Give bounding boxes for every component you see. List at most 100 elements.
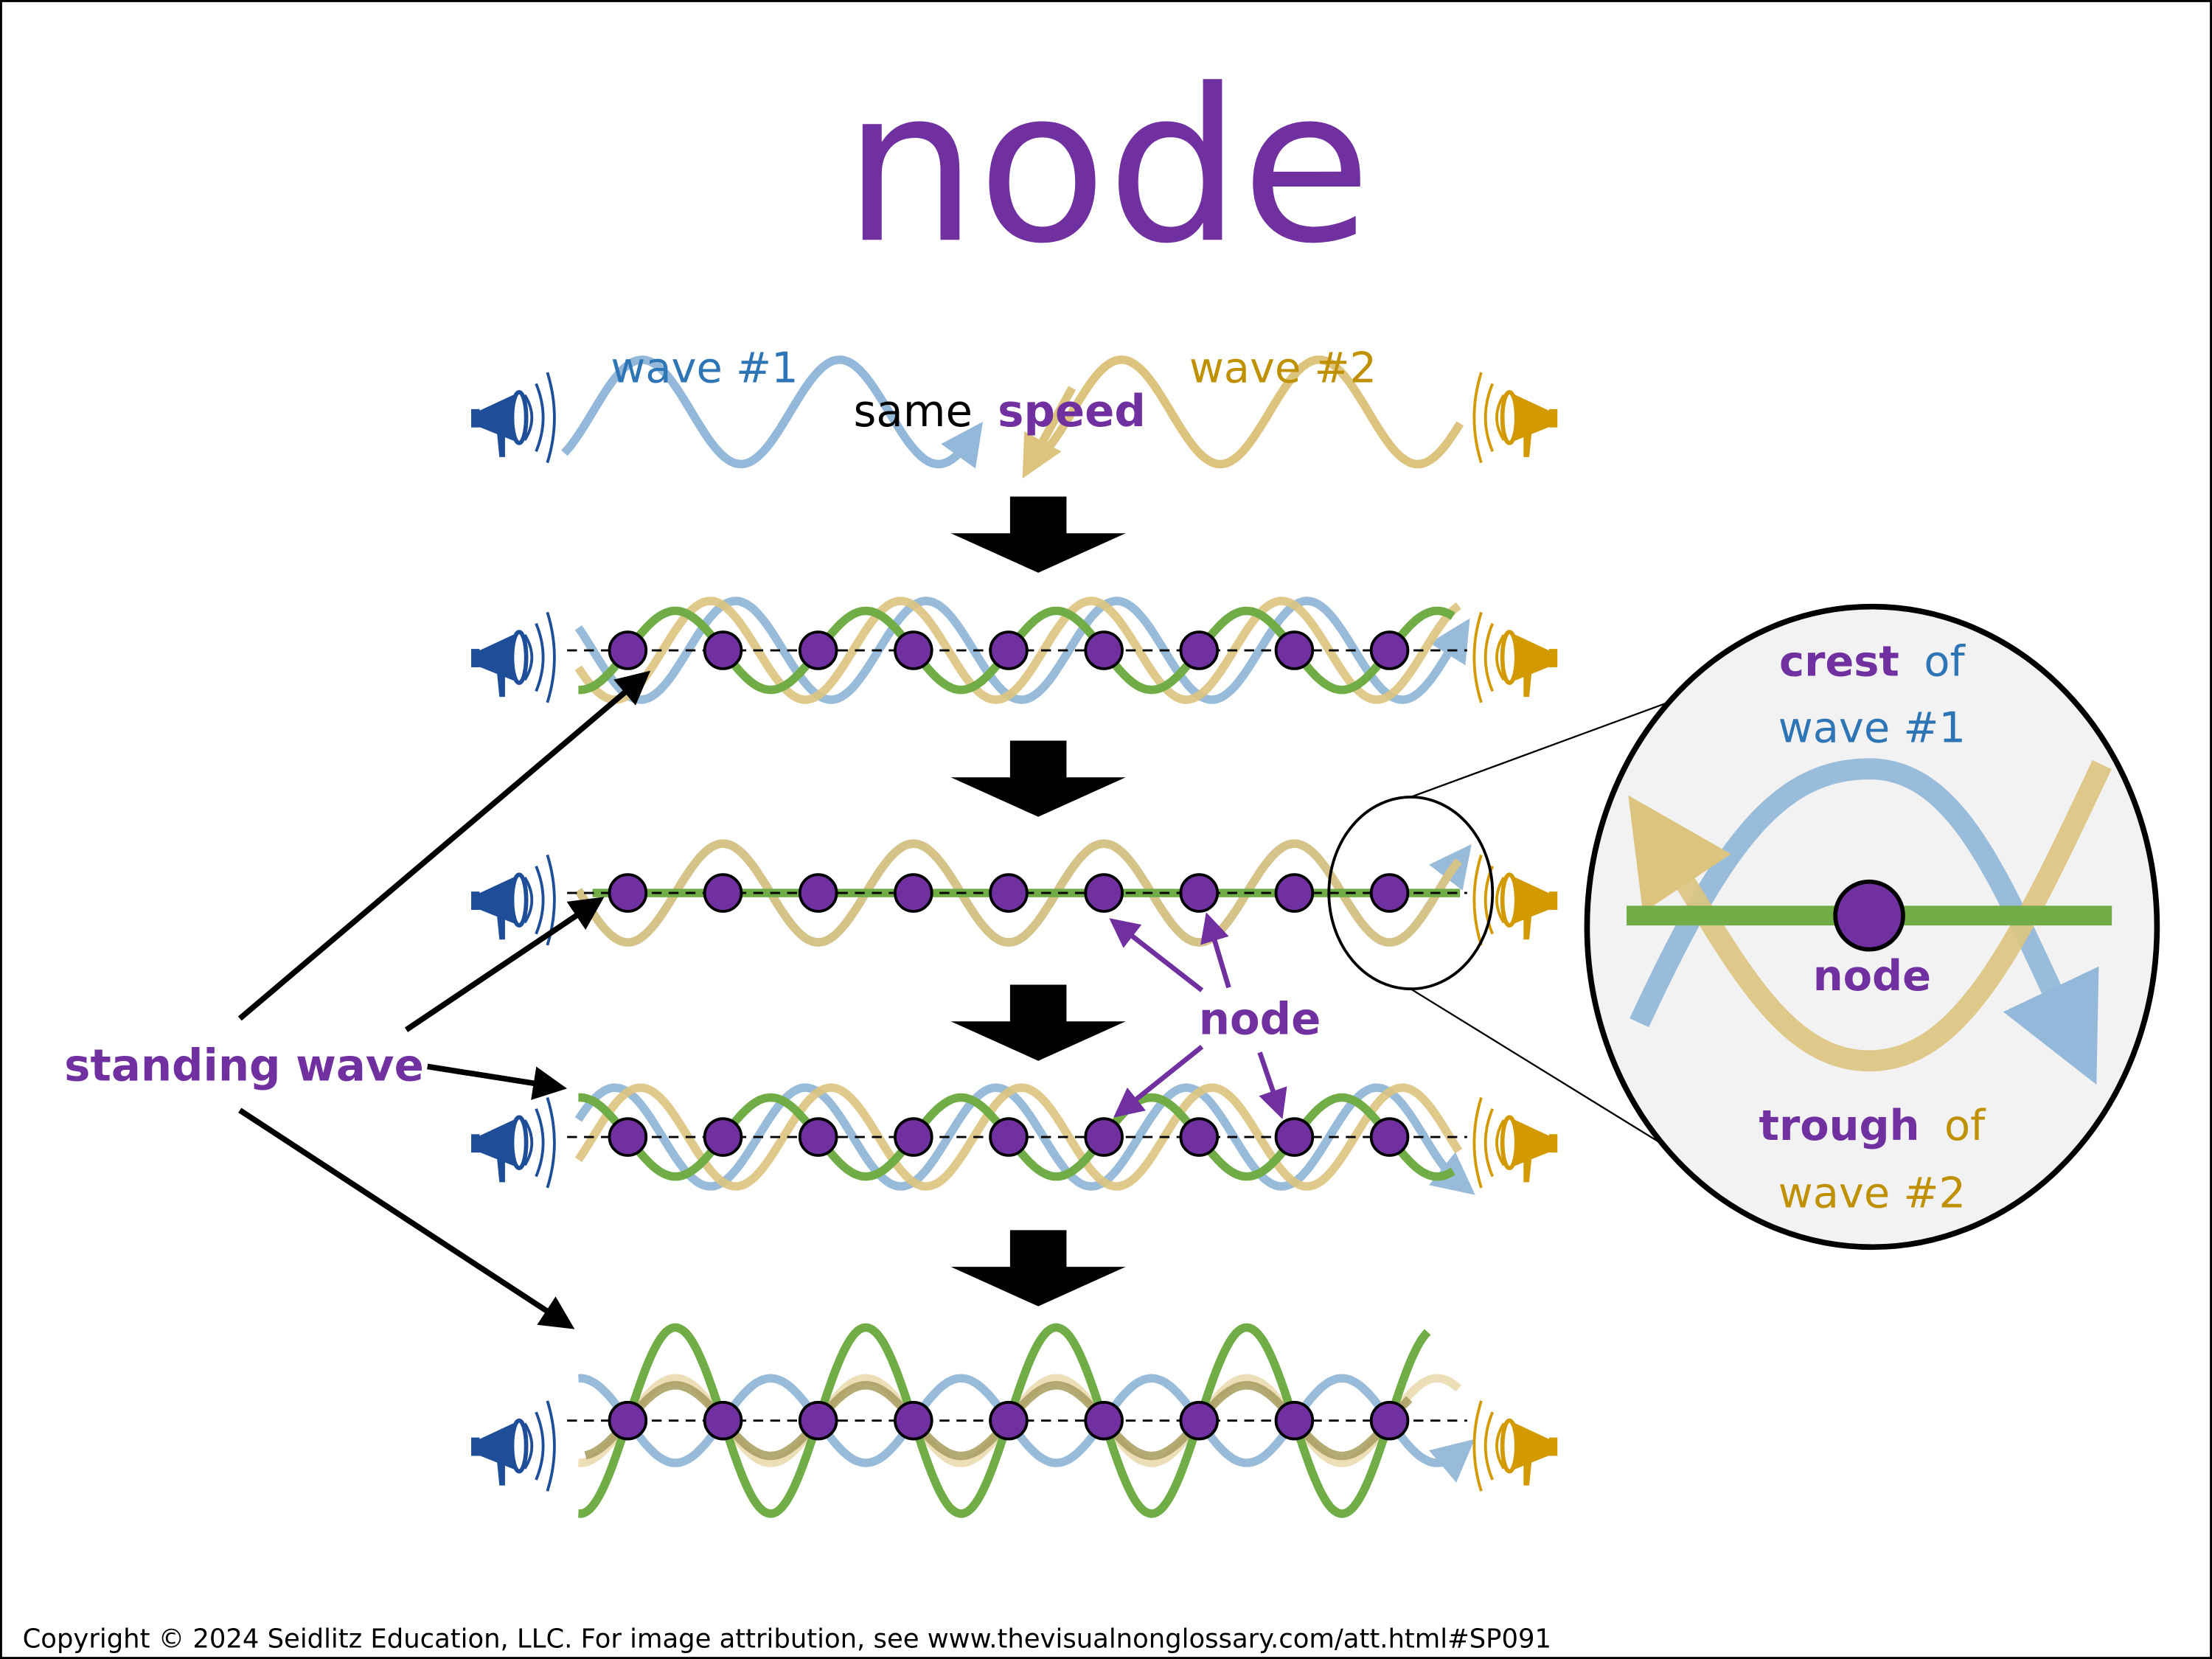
megaphone-body (1509, 632, 1552, 684)
sound-wave-icon (1495, 633, 1506, 681)
megaphone-bell (509, 872, 529, 928)
wave1-traveling (561, 355, 984, 469)
node-dot (1179, 630, 1220, 670)
sound-wave-icon (1472, 1096, 1483, 1189)
arrow-to-row-2 (237, 670, 651, 1021)
node-dot (989, 1400, 1029, 1441)
node-dot (1274, 873, 1315, 913)
crest-label: crest of (1779, 636, 1966, 686)
node-dot (1084, 1400, 1124, 1441)
sound-wave-icon (1472, 611, 1483, 703)
node-dot (798, 1400, 838, 1441)
megaphone-bell (1500, 390, 1519, 445)
wave2-line (574, 1083, 1463, 1191)
megaphone-icon (471, 611, 556, 703)
same-speed-label: same speed (854, 386, 1146, 437)
megaphone-handle (496, 428, 505, 457)
of-text-2: of (1944, 1101, 1986, 1150)
node-dot (1084, 873, 1124, 913)
sound-wave-icon (524, 633, 534, 681)
megaphone-mouth (1548, 1134, 1558, 1153)
wave1-label: wave #1 (611, 343, 798, 392)
megaphone-handle (1523, 1457, 1532, 1486)
node-dot (798, 1117, 838, 1157)
standing-wave-row (567, 839, 1472, 947)
megaphone-body (476, 1117, 520, 1169)
magnified-node (1833, 879, 1905, 952)
node-dot (1084, 630, 1124, 670)
node-dot (989, 630, 1029, 670)
megaphone-mouth (1548, 408, 1558, 428)
copyright-footer: Copyright © 2024 Seidlitz Education, LLC… (23, 1624, 1551, 1655)
megaphone-body (476, 874, 520, 926)
sound-wave-icon (535, 383, 545, 452)
megaphone-handle (1523, 668, 1532, 698)
wave2-traveling (1034, 355, 1464, 469)
node-dot (703, 873, 743, 913)
sound-wave-icon (1495, 1422, 1506, 1470)
node-dot (1179, 1400, 1220, 1441)
traveling-waves-row (561, 355, 1464, 479)
megaphone-icon (1472, 854, 1558, 946)
node-dot (1084, 1117, 1124, 1157)
megaphone-body (1509, 1117, 1552, 1169)
megaphone-body (1509, 874, 1552, 926)
megaphone-icon (471, 1096, 556, 1189)
node-dot (798, 873, 838, 913)
megaphone-bell (1500, 630, 1519, 685)
sound-wave-icon (1495, 877, 1506, 924)
megaphone-bell (1500, 1418, 1519, 1474)
megaphone-body (476, 632, 520, 684)
sound-wave-icon (1484, 1411, 1495, 1481)
node-dot (894, 1400, 933, 1441)
megaphone-mouth (1548, 1437, 1558, 1456)
megaphone-handle (496, 668, 505, 698)
sound-wave-icon (546, 1400, 556, 1492)
node-dot (608, 1400, 648, 1441)
page-title: node (844, 44, 1371, 290)
node-dot (894, 1117, 933, 1157)
node-dot (1179, 873, 1220, 913)
node-dot (1179, 1117, 1220, 1157)
megaphone-handle (496, 1154, 505, 1183)
megaphone-handle (496, 911, 505, 940)
node-dot (703, 630, 743, 670)
speed-text: speed (998, 386, 1146, 437)
sound-wave-icon (1495, 1119, 1506, 1166)
standing-wave-rows (567, 597, 1475, 1518)
sound-wave-icon (546, 372, 556, 464)
trough-text: trough (1759, 1101, 1920, 1150)
megaphone-bell (509, 390, 529, 445)
arrow-down-icon (950, 496, 1126, 573)
megaphone-body (1509, 392, 1552, 443)
sound-wave-icon (535, 866, 545, 935)
node-label: node (1199, 993, 1321, 1044)
node-arrows (1109, 912, 1287, 1119)
megaphone-icon (471, 854, 556, 946)
megaphone-mouth (471, 1437, 480, 1456)
arrow-down-icon (950, 1230, 1126, 1307)
node-arrow-1 (1109, 918, 1204, 992)
megaphone-icon (1472, 611, 1558, 703)
wave2-line (574, 839, 1462, 947)
node-arrow-4 (1257, 1051, 1287, 1119)
megaphone-icon (471, 1400, 556, 1492)
node-dot (798, 630, 838, 670)
megaphone-icon (1472, 1096, 1558, 1189)
sound-wave-icon (1484, 1108, 1495, 1178)
node-dot (1369, 630, 1410, 670)
sound-wave-icon (524, 877, 534, 924)
node-dot (1274, 630, 1315, 670)
magnifier: crest of wave #1 node trough of wave #2 (1327, 603, 2160, 1251)
megaphone-handle (496, 1457, 505, 1486)
megaphone-mouth (471, 408, 480, 428)
standing-wave-label: standing wave (64, 1040, 424, 1091)
node-dot (608, 1117, 648, 1157)
megaphone-mouth (471, 1134, 480, 1153)
same-text: same (854, 386, 973, 437)
of-text-1: of (1924, 636, 1966, 686)
megaphone-bell (509, 630, 529, 685)
standing-wave-row (567, 1323, 1475, 1518)
node-dot (703, 1400, 743, 1441)
